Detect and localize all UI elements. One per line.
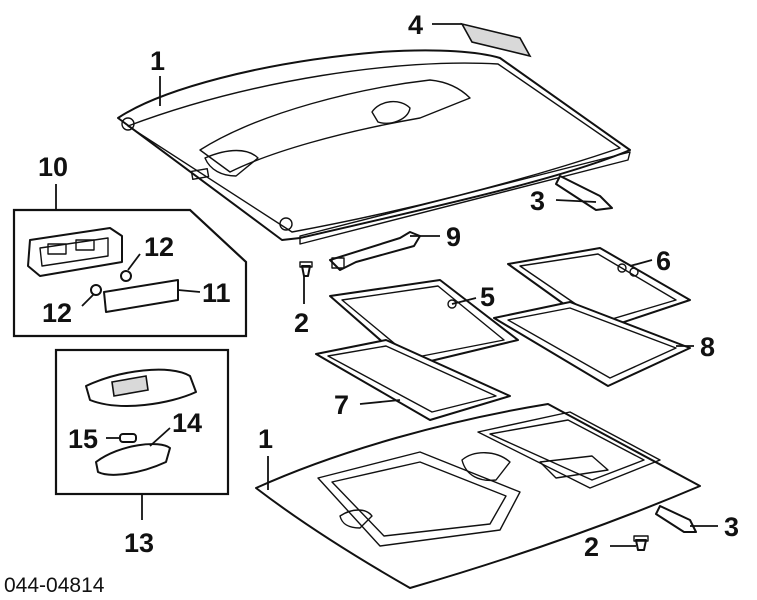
callout-14: 14 xyxy=(172,408,202,438)
callout-1-top: 1 xyxy=(150,46,165,76)
callout-13: 13 xyxy=(124,528,154,558)
part-5-frame xyxy=(329,279,519,367)
callout-12-lower: 12 xyxy=(42,298,72,328)
part-9-bracket xyxy=(329,231,421,271)
leader-7 xyxy=(359,399,401,405)
callout-2-bottom: 2 xyxy=(584,532,599,562)
leader-5 xyxy=(451,297,477,305)
leader-11 xyxy=(177,289,201,293)
part-3-bottom-shape xyxy=(655,505,697,533)
callout-4: 4 xyxy=(408,10,423,40)
inset-frame-10 xyxy=(12,208,248,338)
part-7-frame xyxy=(315,339,511,421)
part-code: 044-04814 xyxy=(4,574,105,597)
part-14-lens xyxy=(95,443,171,476)
callout-7: 7 xyxy=(334,390,349,420)
callout-1-bottom: 1 xyxy=(258,424,273,454)
callout-15: 15 xyxy=(68,424,98,454)
callout-2-left: 2 xyxy=(294,308,309,338)
part-15-bulb xyxy=(119,433,137,443)
callout-3-bottom: 3 xyxy=(724,512,739,542)
callout-6: 6 xyxy=(656,246,671,276)
headliner-lower xyxy=(255,403,701,589)
headliner-upper xyxy=(117,49,631,245)
part-8-frame xyxy=(493,301,691,387)
part-13-dome-lamp xyxy=(85,368,197,407)
part-12-bulb-upper xyxy=(120,270,132,282)
part-12-bulb-lower xyxy=(90,284,102,296)
callout-5: 5 xyxy=(480,282,495,312)
callout-3-top: 3 xyxy=(530,186,545,216)
callout-10: 10 xyxy=(38,152,68,182)
part-3-top-shape xyxy=(555,175,613,211)
part-4-shape xyxy=(460,22,532,58)
part-11-lens xyxy=(103,279,179,313)
leader-6 xyxy=(629,259,653,267)
part-2-clip-left xyxy=(299,261,313,277)
leader-14 xyxy=(149,427,171,447)
part-2-clip-bottom xyxy=(633,535,649,551)
callout-11: 11 xyxy=(202,278,231,308)
callout-9: 9 xyxy=(446,222,461,252)
callout-8: 8 xyxy=(700,332,715,362)
leader-3-top xyxy=(555,199,597,203)
leader-12-upper xyxy=(127,253,141,271)
leader-12-lower xyxy=(81,293,95,307)
part-10-map-lamp xyxy=(27,227,123,277)
callout-12-upper: 12 xyxy=(144,232,174,262)
